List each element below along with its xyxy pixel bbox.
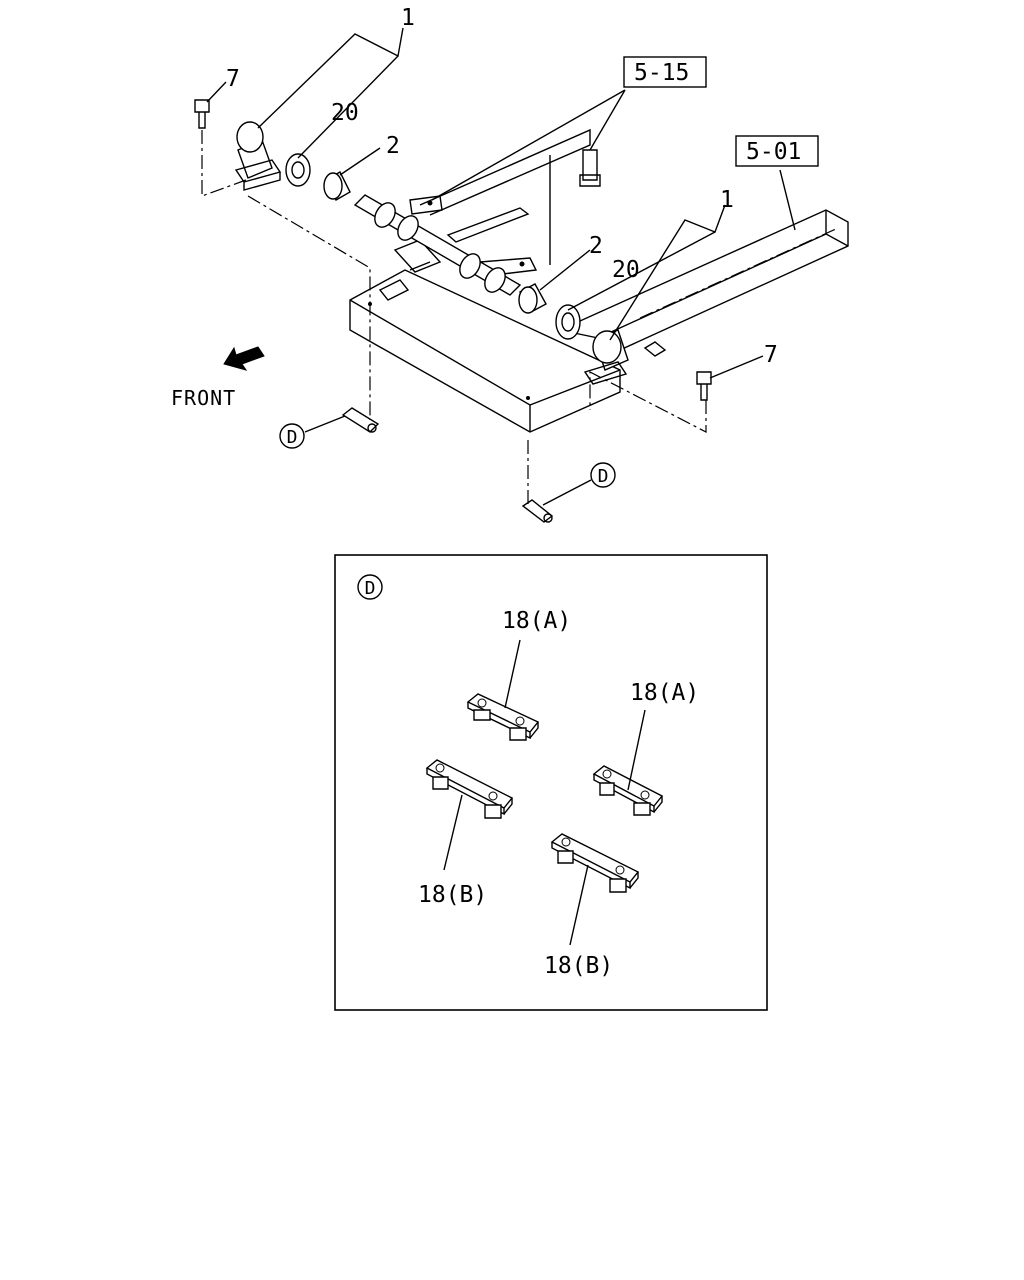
stabilizer-shaft [353, 194, 522, 296]
label-18b-1: 18(B) [418, 882, 487, 908]
callout-20-right: 20 [612, 257, 640, 283]
plate-18a-2 [592, 765, 664, 816]
plate-18b-2 [550, 833, 640, 893]
cross-member-box [349, 269, 621, 433]
detail-marker: D [365, 578, 376, 599]
callout-7-left: 7 [226, 66, 240, 92]
callout-ref-5-15: 5-15 [634, 60, 689, 86]
leader-18b-2 [569, 864, 589, 946]
ref-box-5-15 [623, 56, 707, 88]
callout-7-right: 7 [764, 342, 778, 368]
upper-bracket [393, 128, 591, 277]
label-18a-2: 18(A) [630, 680, 699, 706]
leader-lines [206, 27, 796, 506]
bolt-left [194, 99, 210, 129]
callout-1-top: 1 [401, 5, 415, 31]
front-label: FRONT [171, 386, 236, 410]
left-clamp [234, 121, 282, 191]
leader-18a-1 [504, 639, 521, 709]
bracket-bolts [579, 149, 601, 187]
leader-18a-2 [627, 709, 646, 791]
plate-18a-1 [466, 693, 540, 741]
circle-d-bottom [590, 462, 616, 488]
right-bushing [555, 304, 581, 340]
ref-box-5-01 [735, 135, 819, 167]
label-18b-2: 18(B) [544, 953, 613, 979]
callout-2-right: 2 [589, 233, 603, 259]
left-collar [323, 171, 351, 201]
circle-d-left [279, 423, 305, 449]
callout-1-right: 1 [720, 187, 734, 213]
callout-d-left: D [287, 427, 298, 448]
front-arrow-icon [223, 346, 265, 371]
detail-marker-circle [357, 574, 383, 600]
bolt-right [696, 371, 712, 401]
right-collar [518, 283, 547, 314]
right-clamp [583, 329, 629, 385]
leader-18b-1 [443, 794, 463, 871]
callout-d-bottom: D [598, 466, 609, 487]
frame-assembly [194, 99, 849, 523]
callout-labels: 1 20 2 7 5-15 5-01 1 2 20 7 D D [226, 5, 819, 488]
callout-ref-5-01: 5-01 [746, 139, 801, 165]
front-indicator: FRONT [171, 346, 265, 410]
plate-bottom [521, 499, 554, 523]
detail-d-panel: D [334, 554, 768, 1011]
plate-left [341, 407, 380, 433]
callout-2-top: 2 [386, 133, 400, 159]
left-bushing [285, 153, 311, 187]
assembly-lines [201, 130, 707, 505]
label-18a-1: 18(A) [502, 608, 571, 634]
plate-18b-1 [425, 759, 514, 819]
callout-20-top: 20 [331, 100, 359, 126]
